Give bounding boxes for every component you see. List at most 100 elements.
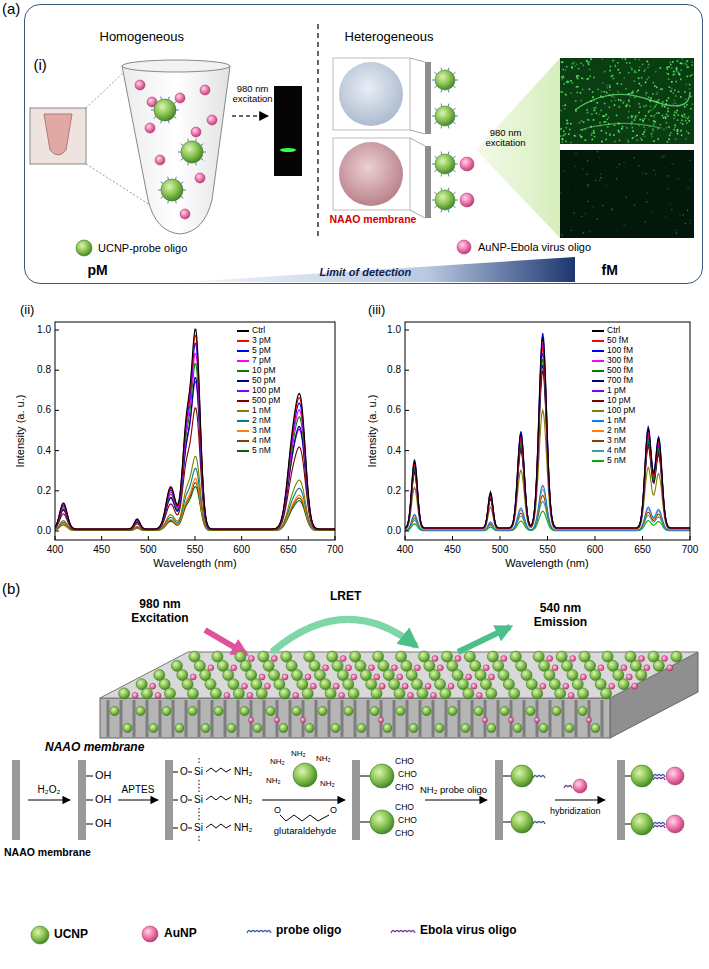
illustration-rect — [686, 131, 688, 133]
legend-swatch — [237, 450, 249, 452]
aunp-particle — [476, 692, 482, 698]
oxygen-atom: O — [180, 794, 188, 806]
illustration-line — [367, 700, 370, 737]
illustration-rect — [602, 205, 603, 206]
illustration-ellipse — [280, 148, 296, 152]
illustration-rect — [587, 63, 589, 65]
illustration-line — [440, 174, 442, 177]
legend-entry: 3 nM — [237, 426, 271, 436]
aunp-particle — [568, 692, 574, 698]
illustration-rect — [654, 106, 656, 108]
ucnp-particle — [256, 688, 267, 699]
reagent-label: H₂O₂ — [38, 784, 61, 796]
aunp-particle — [200, 85, 210, 95]
legend-text: 2 nM — [607, 426, 626, 436]
illustration-rect — [650, 115, 652, 117]
illustration-rect — [575, 187, 576, 188]
illustration-rect — [675, 103, 677, 105]
illustration-rect — [352, 760, 360, 840]
illustration-rect — [587, 160, 588, 161]
illustration-rect — [593, 119, 595, 121]
oligo-strand — [653, 777, 665, 780]
illustration-line — [434, 72, 436, 74]
illustration-rect — [578, 75, 580, 77]
illustration-rect — [633, 157, 634, 158]
legend-swatch — [592, 350, 604, 352]
ucnp-particle — [370, 810, 394, 834]
illustration-rect — [631, 121, 633, 123]
illustration-rect — [691, 74, 693, 76]
illustration-rect — [689, 88, 691, 90]
tick-label: 500 — [140, 544, 157, 556]
ucnp-particle — [240, 707, 249, 716]
illustration-rect — [642, 64, 644, 66]
illustration-line — [434, 108, 436, 110]
illustration-circle — [161, 179, 183, 201]
illustration-rect — [674, 100, 676, 102]
legend-entry: 5 pM — [237, 346, 271, 356]
illustration-line — [555, 799, 605, 800]
aldehyde-group: CHO — [395, 783, 414, 793]
illustration-rect — [671, 81, 673, 83]
illustration-rect — [675, 138, 677, 140]
legend-ground — [588, 324, 640, 468]
illustration-line — [642, 536, 643, 540]
illustration-circle — [162, 707, 171, 716]
ucnp-particle — [653, 660, 664, 671]
illustration-rect — [425, 146, 431, 218]
illustration-rect — [671, 209, 672, 210]
illustration-rect — [634, 136, 636, 138]
illustration-polygon — [476, 58, 560, 238]
ucnp-particle — [565, 724, 574, 733]
illustration-line — [158, 190, 161, 191]
illustration-rect — [625, 88, 627, 90]
aunp-particle — [662, 656, 668, 662]
ucnp-particle — [474, 707, 483, 716]
oxygen-atom: O — [180, 822, 188, 834]
illustration-line — [195, 139, 197, 142]
amine-group: NH₂ — [316, 754, 331, 763]
illustration-rect — [638, 165, 639, 166]
illustration-line — [440, 90, 442, 93]
illustration-rect — [618, 130, 620, 132]
illustration-rect — [589, 76, 591, 78]
illustration-line — [241, 536, 242, 540]
legend-swatch — [592, 370, 604, 372]
illustration-rect — [586, 61, 588, 63]
illustration-line — [174, 102, 176, 104]
illustration-line — [453, 170, 455, 172]
ucnp-particle — [325, 688, 336, 699]
illustration-line — [405, 330, 409, 331]
aunp-particle — [208, 665, 214, 671]
tick-label: 0.4 — [37, 445, 51, 457]
illustration-line — [405, 531, 409, 532]
legend-swatch — [237, 330, 249, 332]
illustration-rect — [639, 106, 641, 108]
illustration-line — [55, 370, 59, 371]
illustration-circle — [396, 707, 405, 716]
tick-label: 0.0 — [37, 525, 51, 537]
legend-text: 2 nM — [252, 416, 271, 426]
illustration-rect — [30, 108, 86, 164]
illustration-line — [440, 126, 442, 129]
illustration-rect — [560, 150, 694, 238]
illustration-line — [523, 700, 526, 737]
illustration-circle — [474, 707, 483, 716]
illustration-line — [455, 164, 458, 165]
illustration-circle — [293, 763, 317, 787]
aunp-particle — [310, 683, 316, 689]
illustration-rect — [591, 132, 593, 134]
illustration-line — [434, 122, 436, 124]
illustration-rect — [638, 70, 640, 72]
illustration-circle — [305, 724, 314, 733]
illustration-rect — [640, 85, 642, 87]
aunp-particle — [547, 656, 553, 662]
illustration-rect — [663, 167, 664, 168]
ucnp-particle — [175, 724, 184, 733]
illustration-rect — [642, 119, 644, 121]
illustration-circle — [636, 670, 647, 681]
illustration-rect — [661, 88, 663, 90]
illustration-rect — [604, 91, 606, 93]
illustration-rect — [611, 100, 613, 102]
